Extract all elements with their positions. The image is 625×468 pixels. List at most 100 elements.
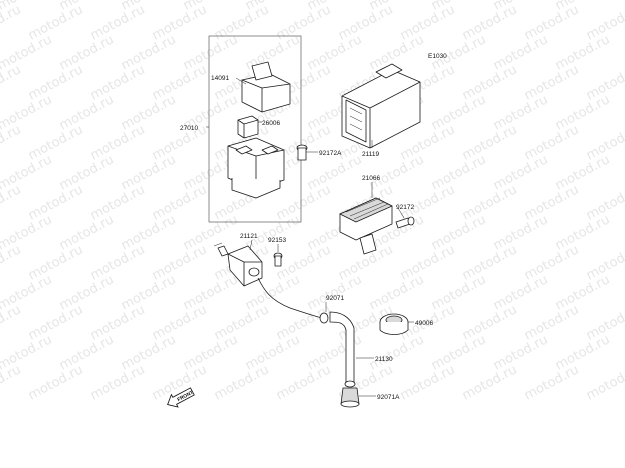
part-14091-cover[interactable]	[241, 61, 291, 113]
part-92153-bolt[interactable]	[273, 252, 283, 267]
watermark-text: motod.ru	[88, 302, 148, 343]
watermark-text: motod.ru	[119, 272, 179, 313]
watermark-text: motod.ru	[57, 332, 117, 373]
watermark-text: motod.ru	[367, 332, 427, 373]
watermark-text: motod.ru	[150, 62, 210, 103]
watermark-text: motod.ru	[305, 332, 365, 373]
watermark-text: motod.ru	[491, 332, 551, 373]
watermark-text: motod.ru	[57, 152, 117, 193]
part-21119-cdi-unit[interactable]	[341, 63, 421, 149]
watermark-text: motod.ru	[584, 362, 625, 403]
watermark-text: motod.ru	[150, 242, 210, 283]
label-92153: 92153	[268, 237, 286, 244]
part-21130-plug-cap[interactable]	[329, 311, 356, 388]
watermark-text: motod.ru	[460, 302, 520, 343]
reference-code: E1030	[428, 53, 447, 60]
watermark-text: motod.ru	[553, 272, 613, 313]
part-21066-regulator[interactable]	[339, 197, 393, 255]
watermark-text: motod.ru	[491, 212, 551, 253]
part-92172A-bolt[interactable]	[296, 144, 308, 161]
part-92071A-seal[interactable]	[340, 387, 360, 408]
part-49006-grommet[interactable]	[379, 313, 409, 335]
watermark-text: motod.ru	[274, 182, 334, 223]
watermark-text: motod.ru	[429, 272, 489, 313]
watermark-text: motod.ru	[26, 242, 86, 283]
watermark-text: motod.ru	[522, 2, 582, 43]
watermark-text: motod.ru	[119, 332, 179, 373]
watermark-text: motod.ru	[150, 2, 210, 43]
watermark-text: motod.ru	[398, 2, 458, 43]
label-21119: 21119	[362, 151, 379, 158]
watermark-text: motod.ru	[305, 272, 365, 313]
watermark-text: motod.ru	[150, 302, 210, 343]
watermark-text: motod.ru	[367, 152, 427, 193]
label-21121: 21121	[240, 233, 258, 240]
watermark-text: motod.ru	[57, 92, 117, 133]
label-92172A: 92172A	[319, 150, 342, 157]
watermark-text: motod.ru	[88, 62, 148, 103]
watermark-text: motod.ru	[274, 362, 334, 403]
watermark-text: motod.ru	[305, 32, 365, 73]
watermark-text: motod.ru	[243, 332, 303, 373]
watermark-text: motod.ru	[57, 32, 117, 73]
watermark-text: motod.ru	[57, 212, 117, 253]
watermark-text: motod.ru	[305, 152, 365, 193]
watermark-text: motod.ru	[181, 332, 241, 373]
watermark-text: motod.ru	[460, 62, 520, 103]
watermark-text: motod.ru	[181, 212, 241, 253]
watermark-text: motod.ru	[553, 332, 613, 373]
part-26006-relay[interactable]	[237, 115, 259, 139]
watermark-text: motod.ru	[429, 92, 489, 133]
watermark-text: motod.ru	[0, 182, 24, 223]
watermark-text: motod.ru	[26, 302, 86, 343]
watermark-text: motod.ru	[460, 362, 520, 403]
watermark-text: motod.ru	[522, 242, 582, 283]
part-92071-clamp[interactable]	[319, 312, 329, 324]
watermark-text: motod.ru	[0, 242, 24, 283]
label-21130: 21130	[375, 356, 393, 363]
watermark-text: motod.ru	[553, 32, 613, 73]
watermark-text: motod.ru	[0, 362, 24, 403]
watermark-text: motod.ru	[274, 2, 334, 43]
watermark-text: motod.ru	[88, 182, 148, 223]
watermark-text: motod.ru	[429, 212, 489, 253]
watermark-text: motod.ru	[26, 362, 86, 403]
watermark-text: motod.ru	[460, 182, 520, 223]
watermark-text: motod.ru	[212, 2, 272, 43]
part-27010-holder[interactable]	[227, 137, 285, 199]
watermark-text: motod.ru	[26, 2, 86, 43]
label-92071A: 92071A	[377, 394, 400, 401]
watermark-text: motod.ru	[522, 362, 582, 403]
watermark-text: motod.ru	[398, 362, 458, 403]
watermark-text: motod.ru	[212, 302, 272, 343]
watermark-text: motod.ru	[367, 272, 427, 313]
watermark-text: motod.ru	[553, 212, 613, 253]
label-26006: 26006	[262, 120, 280, 127]
label-49006: 49006	[415, 320, 433, 327]
watermark-text: motod.ru	[522, 182, 582, 223]
watermark-text: motod.ru	[26, 62, 86, 103]
watermark-text: motod.ru	[398, 242, 458, 283]
leader-lines	[206, 77, 414, 397]
watermark-text: motod.ru	[119, 92, 179, 133]
watermark-text: motod.ru	[150, 182, 210, 223]
watermark-text: motod.ru	[0, 62, 24, 103]
watermark-text: motod.ru	[119, 32, 179, 73]
watermark-text: motod.ru	[553, 92, 613, 133]
part-21121-ignition-coil[interactable]	[213, 242, 263, 287]
watermark-text: motod.ru	[181, 32, 241, 73]
watermark-text: motod.ru	[119, 152, 179, 193]
watermark-text: motod.ru	[0, 2, 24, 43]
part-92172-bolt[interactable]	[395, 216, 415, 229]
watermark-text: motod.ru	[243, 32, 303, 73]
watermark-text: motod.ru	[26, 182, 86, 223]
watermark-text: motod.ru	[522, 302, 582, 343]
assembly-frame-27010	[208, 35, 302, 223]
watermark-text: motod.ru	[398, 182, 458, 223]
watermark-text: motod.ru	[553, 152, 613, 193]
watermark-text: motod.ru	[88, 362, 148, 403]
watermark-text: motod.ru	[460, 2, 520, 43]
watermark-text: motod.ru	[274, 242, 334, 283]
